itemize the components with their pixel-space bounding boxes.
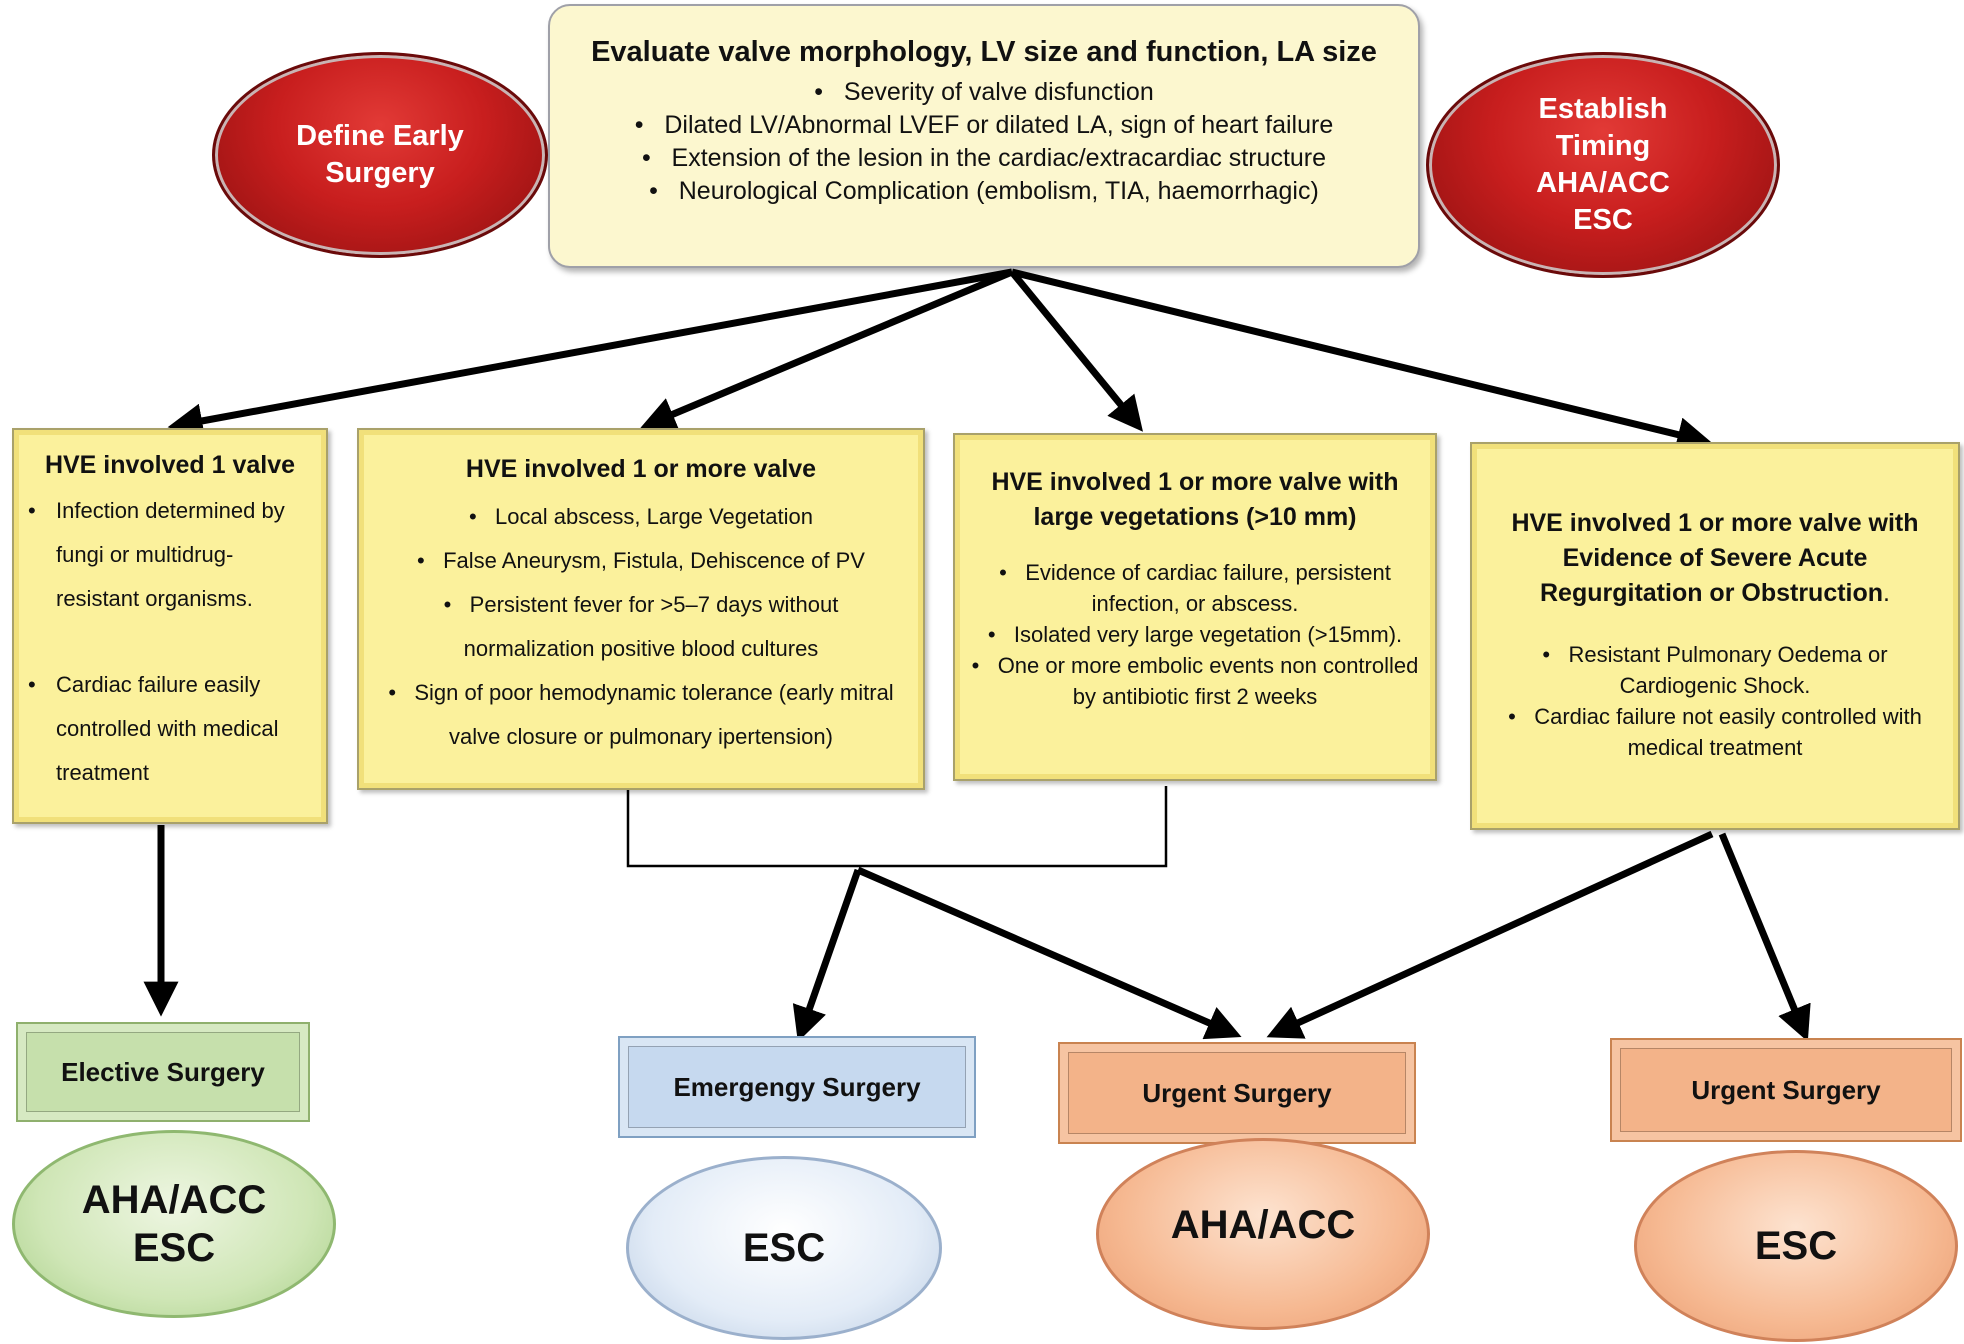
urgent-surgery-box-2: Urgent Surgery xyxy=(1610,1038,1962,1142)
arrow-to-box2 xyxy=(640,268,1014,431)
arrow-join-to-emergency xyxy=(792,868,862,1042)
evaluate-box: Evaluate valve morphology, LV size and f… xyxy=(548,4,1420,268)
emergency-surgery-box: Emergengy Surgery xyxy=(618,1036,976,1138)
box4-title-suffix: . xyxy=(1883,579,1890,607)
evaluate-item-text: Severity of valve disfunction xyxy=(843,78,1154,106)
box4-title: HVE involved 1 or more valve with Eviden… xyxy=(1488,506,1942,611)
box4-item: • Cardiac failure not easily controlled … xyxy=(1508,704,1922,760)
box2-item: • Persistent fever for >5–7 days without… xyxy=(443,592,839,661)
guideline-oval-esc-1-label: ESC xyxy=(742,1226,826,1270)
evaluate-item: • Dilated LV/Abnormal LVEF or dilated LA… xyxy=(634,111,1334,139)
evaluate-item-text: Extension of the lesion in the cardiac/e… xyxy=(671,144,1327,172)
urgent-surgery-inner-2: Urgent Surgery xyxy=(1620,1048,1952,1132)
box3-list: • Evidence of cardiac failure, persisten… xyxy=(969,557,1421,712)
arrow-to-box3 xyxy=(1009,269,1143,432)
box1-item: •Cardiac failure easily controlled with … xyxy=(28,672,279,785)
box2-list: • Local abscess, Large Vegetation • Fals… xyxy=(379,495,903,759)
guideline-oval-aha-acc: AHA/ACC xyxy=(1096,1138,1430,1330)
box2-item-text: Sign of poor hemodynamic tolerance (earl… xyxy=(414,680,894,749)
guideline-oval-esc-1: ESC xyxy=(626,1156,942,1340)
box3-item: • One or more embolic events non control… xyxy=(971,653,1419,709)
box2-item: • Sign of poor hemodynamic tolerance (ea… xyxy=(388,680,894,749)
box2-item-text: Persistent fever for >5–7 days without n… xyxy=(463,592,839,661)
evaluate-list: • Severity of valve disfunction • Dilate… xyxy=(580,76,1388,208)
emergency-surgery-inner: Emergengy Surgery xyxy=(628,1046,966,1128)
establish-timing-line-3: AHA/ACC xyxy=(1536,167,1670,199)
box3-item-text: Evidence of cardiac failure, persistent … xyxy=(1025,560,1391,616)
define-early-surgery-oval: Define Early Surgery xyxy=(212,52,548,258)
box4-item-text: Cardiac failure not easily controlled wi… xyxy=(1534,704,1922,760)
establish-timing-line-2: Timing xyxy=(1555,130,1651,162)
box1-list: •Infection determined by fungi or multid… xyxy=(28,489,312,795)
box2-item-text: Local abscess, Large Vegetation xyxy=(495,504,814,529)
evaluate-item-text: Neurological Complication (embolism, TIA… xyxy=(678,177,1319,205)
guideline-oval-aha-acc-esc: AHA/ACC ESC xyxy=(12,1130,336,1318)
arrow-to-box1 xyxy=(167,268,1013,439)
evaluate-item: • Severity of valve disfunction xyxy=(814,78,1154,106)
arrow-box4-to-urgent1 xyxy=(1266,830,1714,1039)
box2-title: HVE involved 1 or more valve xyxy=(465,455,817,483)
establish-timing-oval: Establish Timing AHA/ACC ESC xyxy=(1426,52,1780,278)
elective-surgery-inner: Elective Surgery xyxy=(26,1032,300,1112)
arrow-to-box4 xyxy=(1011,268,1713,452)
box3-item-text: One or more embolic events non controlle… xyxy=(997,653,1419,709)
box-hve-1-valve: HVE involved 1 valve •Infection determin… xyxy=(12,428,328,824)
urgent-surgery-label-1: Urgent Surgery xyxy=(1142,1077,1332,1108)
box1-item-text: Infection determined by fungi or multidr… xyxy=(56,498,285,611)
elective-surgery-label: Elective Surgery xyxy=(61,1056,265,1087)
evaluate-title: Evaluate valve morphology, LV size and f… xyxy=(591,36,1377,68)
guideline-oval-aha-acc-label: AHA/ACC xyxy=(1170,1203,1356,1247)
box4-item: • Resistant Pulmonary Oedema or Cardioge… xyxy=(1542,642,1888,698)
arrow-box4-to-urgent2 xyxy=(1718,832,1811,1042)
box-hve-severe-regurgitation: HVE involved 1 or more valve with Eviden… xyxy=(1470,442,1960,830)
box3-item-text: Isolated very large vegetation (>15mm). xyxy=(1013,622,1403,647)
urgent-surgery-inner-1: Urgent Surgery xyxy=(1068,1052,1406,1134)
emergency-surgery-label: Emergengy Surgery xyxy=(673,1071,921,1102)
box-hve-1-or-more-valve: HVE involved 1 or more valve • Local abs… xyxy=(357,428,925,790)
establish-timing-line-1: Establish xyxy=(1538,93,1668,125)
guideline-oval-esc-2-label: ESC xyxy=(1754,1224,1838,1268)
box2-item: • False Aneurysm, Fistula, Dehiscence of… xyxy=(417,548,865,573)
box1-title: HVE involved 1 valve xyxy=(44,451,296,479)
box3-title: HVE involved 1 or more valve with large … xyxy=(991,468,1399,531)
box4-item-text: Resistant Pulmonary Oedema or Cardiogeni… xyxy=(1568,642,1888,698)
establish-timing-line-4: ESC xyxy=(1573,204,1633,236)
box1-item-text: Cardiac failure easily controlled with m… xyxy=(56,672,279,785)
arrow-join-to-urgent1 xyxy=(856,866,1242,1040)
box4-list: • Resistant Pulmonary Oedema or Cardioge… xyxy=(1488,639,1942,763)
define-early-surgery-label: Define Early Surgery xyxy=(296,120,464,189)
box2-item-text: False Aneurysm, Fistula, Dehiscence of P… xyxy=(443,548,865,573)
box-hve-large-vegetations: HVE involved 1 or more valve with large … xyxy=(953,433,1437,781)
box4-title-text: HVE involved 1 or more valve with Eviden… xyxy=(1511,509,1919,607)
evaluate-item: • Neurological Complication (embolism, T… xyxy=(649,177,1319,205)
evaluate-item: • Extension of the lesion in the cardiac… xyxy=(641,144,1327,172)
guideline-oval-esc-2: ESC xyxy=(1634,1150,1958,1342)
box3-item: • Evidence of cardiac failure, persisten… xyxy=(999,560,1391,616)
box1-item: •Infection determined by fungi or multid… xyxy=(28,498,285,611)
urgent-surgery-label-2: Urgent Surgery xyxy=(1691,1074,1881,1105)
box3-item: • Isolated very large vegetation (>15mm)… xyxy=(987,622,1403,647)
urgent-surgery-box-1: Urgent Surgery xyxy=(1058,1042,1416,1144)
bracket-box2-box3 xyxy=(626,786,1168,868)
box2-item: • Local abscess, Large Vegetation xyxy=(468,504,814,529)
evaluate-item-text: Dilated LV/Abnormal LVEF or dilated LA, … xyxy=(664,111,1334,139)
guideline-oval-line-1: AHA/ACC xyxy=(81,1178,267,1222)
elective-surgery-box: Elective Surgery xyxy=(16,1022,310,1122)
guideline-oval-line-2: ESC xyxy=(132,1226,216,1270)
